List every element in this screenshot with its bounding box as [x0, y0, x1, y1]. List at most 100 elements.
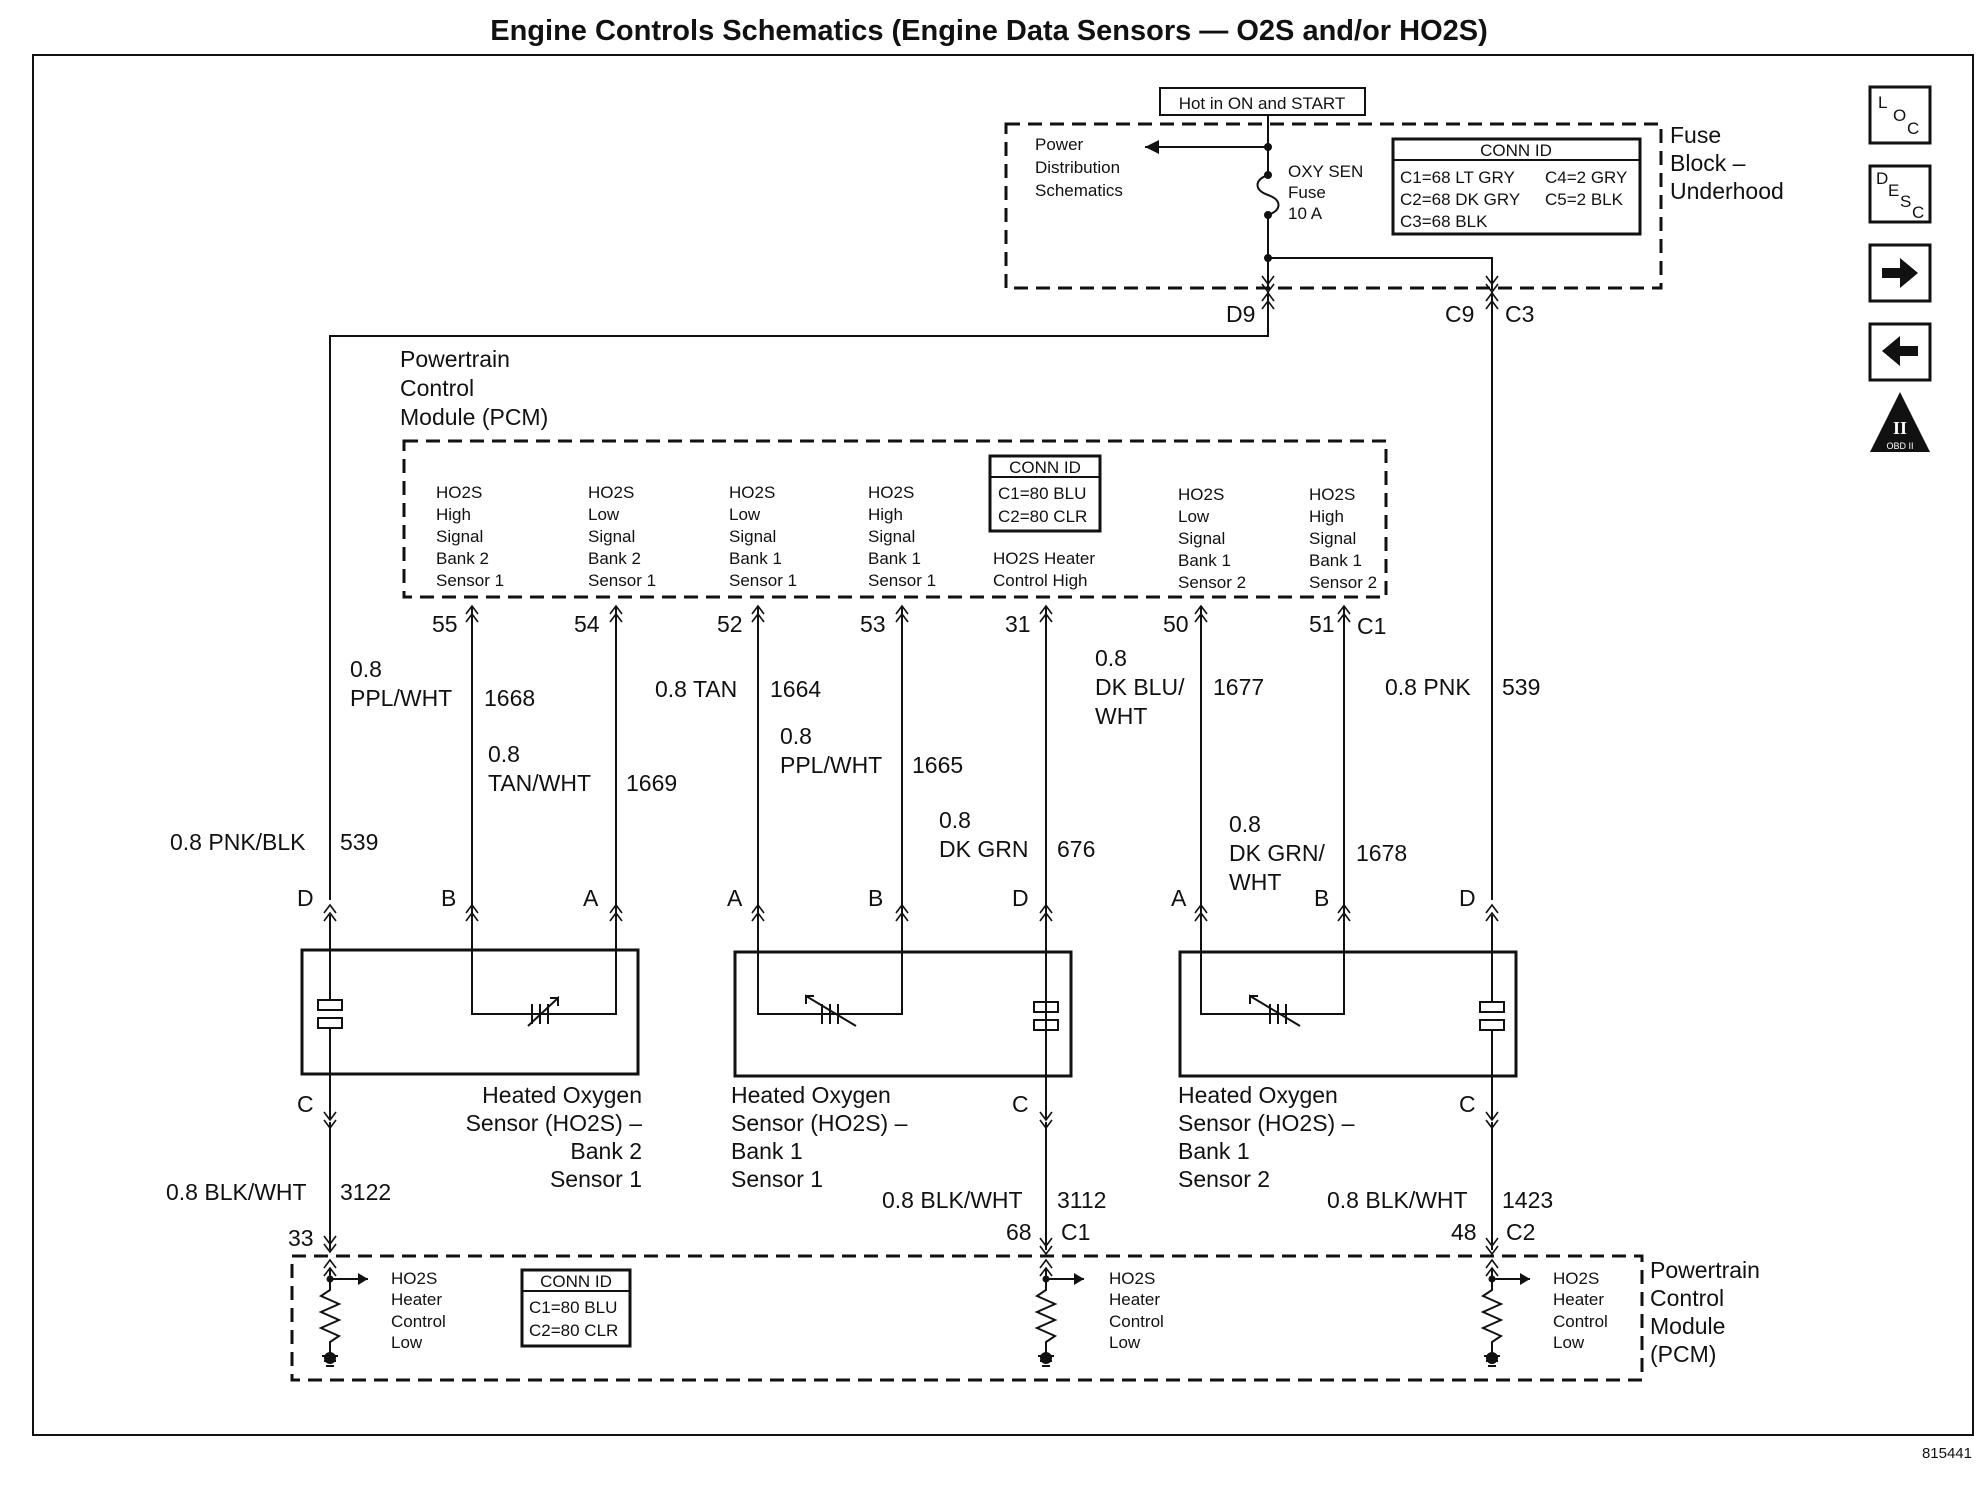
wire-gauge: WHT	[1229, 869, 1281, 895]
circuit-label-line: Bank 1	[1178, 551, 1231, 570]
circuit-label-line: High	[1309, 507, 1344, 526]
pcm-bottom-name: Module	[1650, 1313, 1725, 1339]
pcm-bottom-conn-title: CONN ID	[540, 1272, 612, 1291]
wire-gauge: 0.8 PNK/BLK	[170, 829, 306, 855]
heater-label: Control	[391, 1312, 446, 1331]
sensor-pin: A	[1171, 885, 1187, 911]
heater-driver-3: HO2S Heater Control Low	[1480, 1259, 1608, 1367]
sensor-name: Heated Oxygen	[482, 1082, 642, 1108]
wire-gauge: 0.8 PNK	[1385, 674, 1471, 700]
pcm-conn-line: C2=80 CLR	[998, 507, 1087, 526]
pcm-conn-id-box	[988, 454, 1102, 533]
pcm-bottom-name: (PCM)	[1650, 1341, 1716, 1367]
sensor-pin: C	[1459, 1091, 1476, 1117]
circuit-label-line: Low	[729, 505, 761, 524]
loc-letter: C	[1907, 119, 1919, 138]
wire-circuit: 1668	[484, 685, 535, 711]
fuse-block: Hot in ON and START Fuse Block – Underho…	[1004, 87, 1784, 327]
sensor-body	[300, 948, 640, 1076]
wire-gauge: 0.8	[1095, 645, 1127, 671]
fuse-block-name-2: Block –	[1670, 150, 1746, 176]
pin-50: 50	[1163, 611, 1189, 637]
pcm-top-outline	[402, 439, 1388, 599]
wire-gauge: DK GRN/	[1229, 840, 1325, 866]
pcm-bottom-outline	[290, 1254, 1644, 1382]
obd-numeral: II	[1893, 418, 1907, 438]
ground-wire-circuit: 1423	[1502, 1187, 1553, 1213]
variable-resistor	[524, 995, 566, 1027]
obd-button[interactable]: II OBD II	[1870, 392, 1930, 452]
pin-c3: C3	[1505, 301, 1534, 327]
sensor-pin: B	[868, 885, 883, 911]
prev-arrow-button[interactable]	[1868, 322, 1932, 382]
circuit-label-line: Signal	[729, 527, 776, 546]
sensor-name: Bank 1	[1178, 1138, 1250, 1164]
desc-letter: E	[1888, 181, 1899, 200]
circuit-label-line: Sensor 1	[868, 571, 936, 590]
wire-gauge: DK BLU/	[1095, 674, 1185, 700]
fuse-symbol	[1256, 174, 1280, 216]
circuit-55: HO2S High Signal Bank 2 Sensor 1	[436, 483, 504, 590]
fuse-conn-id-box	[1391, 137, 1642, 236]
next-arrow-button[interactable]	[1868, 243, 1932, 303]
circuit-label-line: HO2S	[436, 483, 482, 502]
sensor-name: Sensor (HO2S) –	[1178, 1110, 1355, 1136]
heater-label: Control	[1553, 1312, 1608, 1331]
pin-d9: D9	[1226, 301, 1255, 327]
circuit-label-line: HO2S Heater	[993, 549, 1095, 568]
wire-circuit: 539	[1502, 674, 1540, 700]
pcm-conn-line: C1=80 BLU	[998, 484, 1086, 503]
circuit-label-line: Sensor 1	[588, 571, 656, 590]
wire-labels: 0.8 PPL/WHT 1668 0.8 TAN/WHT 1669 0.8 TA…	[170, 645, 1540, 895]
circuit-label-line: HO2S	[1309, 485, 1355, 504]
fuse-conn-line: C3=68 BLK	[1400, 212, 1488, 231]
pin-51: 51	[1309, 611, 1335, 637]
pcm-bottom-conn-line: C2=80 CLR	[529, 1321, 618, 1340]
variable-resistor	[1249, 994, 1301, 1027]
heater-element	[1479, 915, 1505, 1120]
arrow-left-icon	[1882, 336, 1918, 366]
loc-button[interactable]: L O C	[1868, 85, 1932, 145]
sensor-body	[1178, 950, 1518, 1078]
power-dist-1: Power	[1035, 135, 1084, 154]
desc-button[interactable]: D E S C	[1868, 164, 1932, 224]
heater-label: Control	[1109, 1312, 1164, 1331]
variable-resistor	[805, 994, 857, 1027]
sensor-name: Heated Oxygen	[731, 1082, 891, 1108]
sensor-pin: D	[1459, 885, 1476, 911]
pcm-name-3: Module (PCM)	[400, 404, 548, 430]
sensor-pin: A	[583, 885, 599, 911]
ground-wire-conn: C2	[1506, 1219, 1535, 1245]
pin-55: 55	[432, 611, 458, 637]
heater-label: Low	[391, 1333, 423, 1352]
pcm-bottom-name: Control	[1650, 1285, 1724, 1311]
hot-label: Hot in ON and START	[1179, 94, 1346, 113]
loc-letter: O	[1893, 106, 1906, 125]
circuit-label-line: Bank 1	[729, 549, 782, 568]
heater-label: Heater	[391, 1290, 442, 1309]
sensor-pin: D	[297, 885, 314, 911]
ground-wires: 0.8 BLK/WHT 3122 33 0.8 BLK/WHT 3112 68 …	[166, 1122, 1553, 1255]
heater-label: Low	[1109, 1333, 1141, 1352]
sensor-pin: D	[1012, 885, 1029, 911]
circuit-50: HO2S Low Signal Bank 1 Sensor 2	[1178, 485, 1246, 592]
wire-circuit: 676	[1057, 836, 1095, 862]
ground-wire-circuit: 3112	[1057, 1187, 1106, 1213]
sensor-pin: C	[1012, 1091, 1029, 1117]
figure-number: 815441	[1922, 1445, 1972, 1462]
ground-wire-conn: C1	[1061, 1219, 1090, 1245]
circuit-label-line: Bank 1	[868, 549, 921, 568]
fuse-conn-line: C1=68 LT GRY	[1400, 168, 1515, 187]
circuit-label-line: Control High	[993, 571, 1088, 590]
circuit-label-line: Signal	[436, 527, 483, 546]
wire-gauge: 0.8	[350, 656, 382, 682]
circuit-label-line: High	[436, 505, 471, 524]
pin-54: 54	[574, 611, 600, 637]
ground-wire-circuit: 3122	[340, 1179, 391, 1205]
wire-gauge: 0.8 TAN	[655, 676, 737, 702]
pcm-name-2: Control	[400, 375, 474, 401]
signal-wires	[465, 605, 1351, 1120]
circuit-label-line: HO2S	[1178, 485, 1224, 504]
wire-circuit: 539	[340, 829, 378, 855]
wire-gauge: PPL/WHT	[780, 752, 882, 778]
